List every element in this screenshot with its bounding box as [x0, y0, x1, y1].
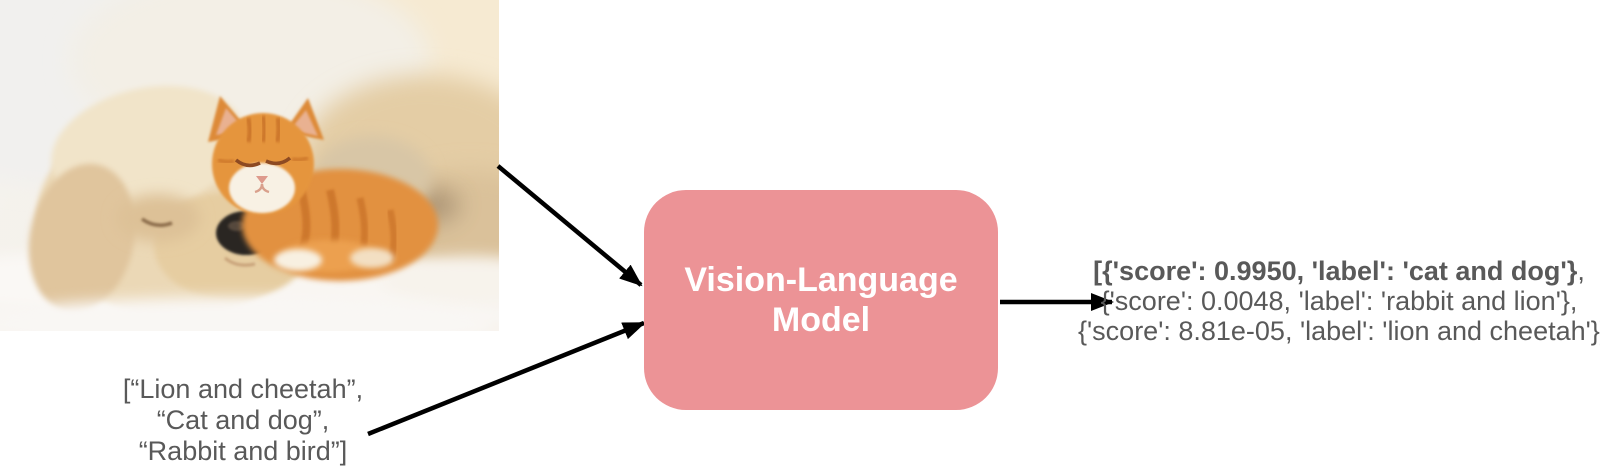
- prompt-line: “Cat and dog”,: [156, 405, 330, 435]
- model-box: Vision-Language Model: [644, 190, 998, 410]
- arrow-image-to-model: [496, 164, 643, 287]
- output-line-1-tail: ,: [1577, 256, 1585, 286]
- arrow-labels-to-model: [367, 320, 646, 437]
- model-label-line2: Model: [771, 301, 871, 339]
- model-label-line1: Vision-Language: [684, 261, 958, 299]
- output-line-2: {'score': 0.0048, 'label': 'rabbit and l…: [1100, 286, 1578, 316]
- prompt-line: [“Lion and cheetah”,: [122, 374, 364, 404]
- output-text: [{'score': 0.9950, 'label': 'cat and dog…: [1078, 256, 1600, 346]
- prompt-line: “Rabbit and bird”]: [138, 436, 348, 466]
- input-image: [0, 0, 499, 331]
- output-line-1: [{'score': 0.9950, 'label': 'cat and dog…: [1078, 256, 1600, 286]
- output-line-3: {'score': 8.81e-05, 'label': 'lion and c…: [1078, 316, 1600, 346]
- candidate-labels-text: [“Lion and cheetah”, “Cat and dog”, “Rab…: [85, 374, 401, 467]
- puppy-kitten-photo-illustration: [0, 0, 499, 331]
- output-top-score: [{'score': 0.9950, 'label': 'cat and dog…: [1093, 256, 1578, 286]
